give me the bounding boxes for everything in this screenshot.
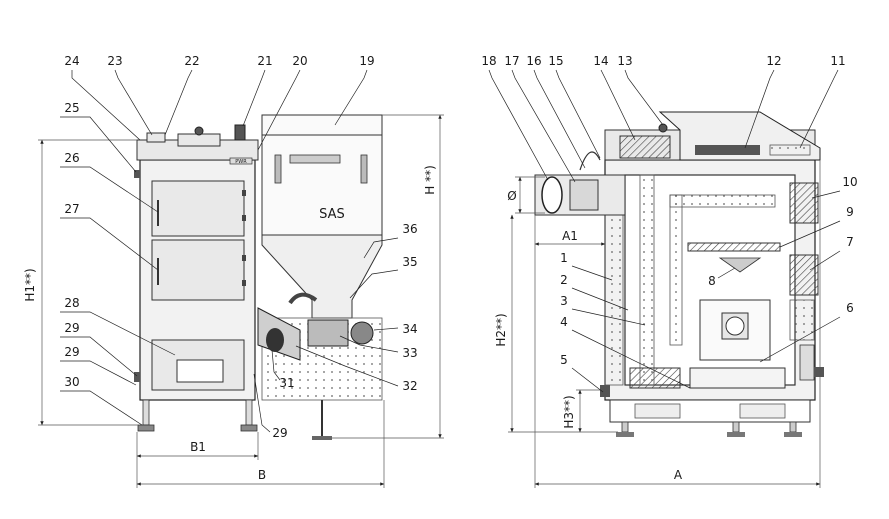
dimension-H3: H3**) <box>562 395 576 428</box>
callout-18: 18 <box>481 54 496 68</box>
callout-22: 22 <box>184 54 199 68</box>
callout-31: 30 <box>64 375 79 389</box>
hopper-handle <box>289 154 341 164</box>
callout-19: 19 <box>359 54 374 68</box>
dimension-H: H **) <box>423 165 437 195</box>
burner-head <box>266 328 284 352</box>
callout-32: 31 <box>279 376 294 390</box>
callout-25: 25 <box>64 101 79 115</box>
flue-collar <box>541 176 563 214</box>
callout-10: 10 <box>842 175 857 189</box>
callout-14: 14 <box>593 54 608 68</box>
inner-wall <box>669 194 683 346</box>
dimension-H1: H1**) <box>23 268 37 301</box>
dimension-diameter: Ø <box>507 189 516 203</box>
drain-valve <box>814 367 824 377</box>
top-connector <box>146 132 166 143</box>
control-unit <box>177 133 221 147</box>
flue-channel <box>639 174 655 386</box>
callout-3: 3 <box>560 294 568 308</box>
top-insulation <box>619 135 671 159</box>
callout-37: 36 <box>402 222 417 236</box>
callout-30: 29 <box>64 345 79 359</box>
callout-26: 26 <box>64 151 79 165</box>
callout-24: 24 <box>64 54 79 68</box>
callout-20: 20 <box>292 54 307 68</box>
callout-7: 7 <box>846 235 854 249</box>
callout-28: 28 <box>64 296 79 310</box>
callout-6: 6 <box>846 301 854 315</box>
dimension-H2: H2**) <box>494 313 508 346</box>
hinge <box>242 255 246 261</box>
leg <box>142 399 150 426</box>
deflector <box>718 257 762 273</box>
upper-door <box>151 180 245 237</box>
callout-16: 16 <box>526 54 541 68</box>
hopper-funnel <box>261 234 383 319</box>
hinge <box>242 280 246 286</box>
callout-27: 27 <box>64 202 79 216</box>
callout-36: 35 <box>402 255 417 269</box>
middle-door <box>151 239 245 301</box>
leg-foot <box>137 424 155 432</box>
dimension-A1: A1 <box>562 229 578 243</box>
grate <box>689 367 786 389</box>
feeder-hose <box>288 292 318 305</box>
callout-17: 17 <box>504 54 519 68</box>
side-valve <box>134 170 140 178</box>
section-view: Ø A1 H2**) H3**) A 18 17 16 15 14 13 12 … <box>481 54 858 488</box>
callout-9: 9 <box>846 205 854 219</box>
dimension-A: A <box>674 468 683 482</box>
leg-foot <box>240 424 258 432</box>
callout-29: 29 <box>64 321 79 335</box>
sensor-cable <box>579 151 601 171</box>
callout-8: 8 <box>708 274 716 288</box>
callout-21: 21 <box>257 54 272 68</box>
upper-cleaning-door <box>789 182 819 224</box>
brand-mark: SAS <box>319 207 345 222</box>
middle-cleaning-door <box>789 254 819 296</box>
controller-display <box>695 145 760 155</box>
callout-33: 32 <box>402 379 417 393</box>
front-view: PWR SAS <box>23 54 444 488</box>
callout-5: 5 <box>560 353 568 367</box>
controller-vents <box>769 144 811 156</box>
top-sensor <box>658 123 668 133</box>
return-pipe <box>600 385 610 397</box>
callout-13: 13 <box>617 54 632 68</box>
ash-drawer <box>176 359 224 383</box>
leg <box>245 399 253 426</box>
callout-1: 1 <box>560 251 568 265</box>
callout-23: 23 <box>107 54 122 68</box>
ash-pan <box>629 367 681 389</box>
callout-4: 4 <box>560 315 568 329</box>
lower-panel <box>789 299 815 341</box>
gear-motor <box>307 319 349 347</box>
callout-29b: 29 <box>272 426 287 440</box>
feeder-motor <box>350 321 374 345</box>
thermometer-knob <box>194 126 204 136</box>
callout-34: 33 <box>402 346 417 360</box>
callout-2: 2 <box>560 273 568 287</box>
upper-baffle <box>669 194 776 208</box>
callout-15: 15 <box>548 54 563 68</box>
callout-35: 34 <box>402 322 417 336</box>
hinge <box>242 190 246 196</box>
baffle-plate <box>687 242 781 252</box>
dimension-B: B <box>258 468 266 482</box>
rating-plate-text: PWR <box>235 159 247 165</box>
outlet-pipe <box>234 124 246 141</box>
hinge <box>242 215 246 221</box>
callout-12: 12 <box>766 54 781 68</box>
side-drain <box>134 372 140 382</box>
callout-11: 11 <box>830 54 845 68</box>
dimension-B1: B1 <box>190 440 206 454</box>
damper <box>569 179 599 211</box>
rating-plate <box>229 157 253 165</box>
